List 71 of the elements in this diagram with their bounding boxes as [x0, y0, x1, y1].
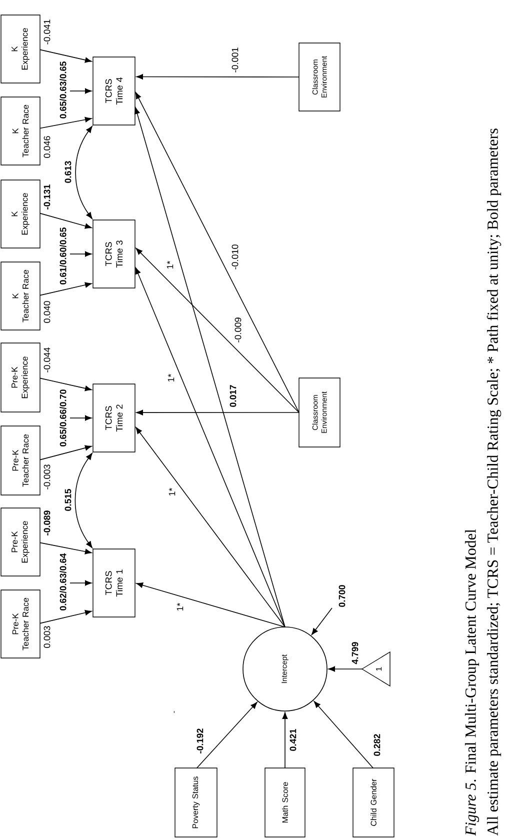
edge-label: -0.010 — [231, 244, 239, 270]
edge-label: -0.089 — [43, 510, 51, 536]
path-arrow — [328, 666, 362, 672]
path-arrow — [40, 49, 92, 63]
path-arrow — [134, 107, 286, 628]
edge-label: 0.65/0.66/0.70 — [59, 388, 67, 448]
path-arrow — [136, 410, 300, 416]
edge-label: -0.131 — [43, 184, 51, 210]
variable-box: Pre-K Experience — [0, 508, 40, 576]
edge-label: 1* — [176, 602, 184, 612]
edge-label: 0.62/0.63/0.64 — [59, 552, 67, 612]
residual-arrow — [70, 88, 92, 94]
path-arrow — [40, 282, 92, 296]
edge-label: -0.192 — [196, 728, 204, 754]
edge-label: -0.001 — [231, 46, 239, 74]
variable-box: TCRS Time 4 — [92, 56, 136, 126]
edge-label: 0.61/0.60/0.65 — [59, 226, 67, 286]
edge-label: 4.799 — [351, 641, 359, 665]
path-arrow — [135, 92, 300, 413]
residual-arrow — [70, 580, 92, 586]
variable-box: K Teacher Race — [0, 262, 40, 330]
variable-box: Pre-K Teacher Race — [0, 426, 40, 496]
edge-label: 0.613 — [64, 160, 72, 184]
edge-label: 1* — [166, 260, 174, 270]
edge-label: 1* — [167, 373, 175, 383]
path-arrow — [196, 702, 258, 768]
path-arrow — [40, 610, 92, 624]
path-arrow — [136, 582, 286, 628]
variable-box: TCRS Time 1 — [92, 548, 136, 618]
covariance-arc — [75, 126, 92, 220]
path-arrow — [136, 248, 300, 413]
figure-caption: Figure 5. Final Multi-Group Latent Curve Model — [464, 529, 480, 836]
edge-label: 0.700 — [338, 584, 346, 608]
variable-box: K Experience — [0, 14, 40, 84]
edge-label: 0.003 — [43, 625, 51, 649]
edge-label: 0.515 — [64, 488, 72, 512]
variable-box: TCRS Time 3 — [92, 220, 136, 288]
edge-label: 0.046 — [43, 135, 51, 159]
edge-label: 0.421 — [289, 728, 297, 752]
path-arrow — [314, 701, 374, 768]
path-arrow — [40, 212, 92, 229]
edge-label: -0.003 — [43, 464, 51, 490]
edge-label: 0.282 — [373, 733, 381, 757]
edge-label: -0.044 — [43, 346, 51, 374]
variable-box: K Teacher Race — [0, 96, 40, 166]
caption-note: All estimate parameters standardized; TCRS = Teacher-Child Rating Scale; * Path fixed at unity; Bold parameters — [486, 128, 502, 836]
variable-box: TCRS Time 2 — [92, 384, 136, 452]
residual-arrow — [311, 608, 332, 635]
edge-label: -0.041 — [43, 18, 51, 46]
variable-box: Pre-K Experience — [0, 342, 40, 412]
path-arrow — [136, 74, 300, 80]
path-arrow — [40, 116, 92, 129]
edge-label: 0.040 — [43, 300, 51, 324]
variable-box: Poverty Status — [174, 768, 218, 838]
variable-box: K Experience — [0, 180, 40, 248]
edge-label: -0.009 — [234, 316, 242, 344]
variable-box: Child Gender — [352, 768, 394, 838]
path-arrow — [282, 712, 288, 768]
path-arrow — [40, 378, 92, 392]
covariance-arc — [74, 452, 92, 548]
path-arrow — [135, 267, 286, 628]
path-arrow — [40, 445, 92, 460]
edge-label: 1* — [168, 487, 176, 497]
edge-label: 0.017 — [229, 384, 237, 408]
residual-arrow — [70, 251, 92, 257]
variable-box: Math Score — [264, 768, 306, 838]
variable-box: Pre-K Teacher Race — [0, 590, 40, 658]
edge-label: 0.65/0.63/0.65 — [59, 60, 67, 120]
path-arrow — [136, 427, 286, 628]
residual-arrow — [70, 415, 92, 421]
path-arrow — [40, 542, 92, 554]
